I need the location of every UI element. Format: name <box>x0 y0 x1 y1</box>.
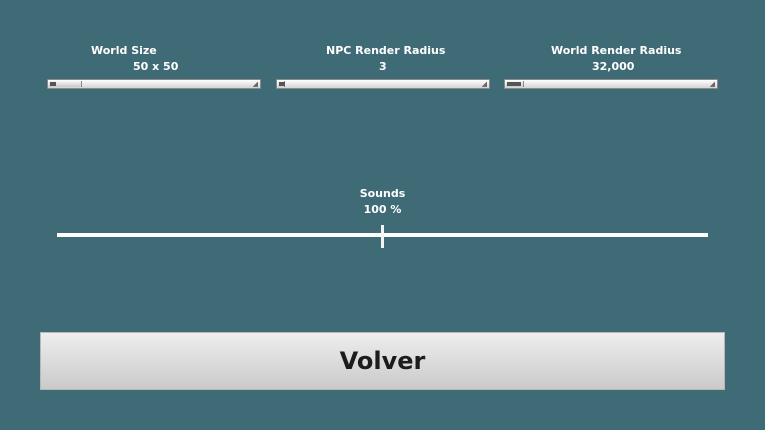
npc-render-radius-value: 3 <box>379 60 387 73</box>
world-size-setting: World Size 50 x 50 ◢ <box>47 44 261 94</box>
world-render-radius-setting: World Render Radius 32,000 ◢ <box>504 44 718 94</box>
sounds-value: 100 % <box>363 203 402 216</box>
npc-render-radius-label: NPC Render Radius <box>326 44 446 57</box>
sounds-label: Sounds <box>359 187 406 200</box>
world-render-radius-slider[interactable]: ◢ <box>504 79 718 89</box>
resize-grip-icon: ◢ <box>252 80 258 88</box>
npc-render-radius-setting: NPC Render Radius 3 ◢ <box>276 44 490 94</box>
world-size-slider[interactable]: ◢ <box>47 79 261 89</box>
world-render-radius-label: World Render Radius <box>551 44 682 57</box>
npc-render-radius-slider-knob[interactable] <box>279 82 285 86</box>
world-size-slider-fill <box>49 81 82 87</box>
resize-grip-icon: ◢ <box>709 80 715 88</box>
npc-render-radius-slider[interactable]: ◢ <box>276 79 490 89</box>
world-size-label: World Size <box>91 44 157 57</box>
world-size-value: 50 x 50 <box>133 60 179 73</box>
world-render-radius-value: 32,000 <box>592 60 635 73</box>
world-size-slider-knob[interactable] <box>50 82 56 86</box>
resize-grip-icon: ◢ <box>481 80 487 88</box>
sounds-slider-thumb[interactable] <box>381 225 384 248</box>
back-button[interactable]: Volver <box>40 332 725 390</box>
world-render-radius-slider-knob[interactable] <box>507 82 521 86</box>
